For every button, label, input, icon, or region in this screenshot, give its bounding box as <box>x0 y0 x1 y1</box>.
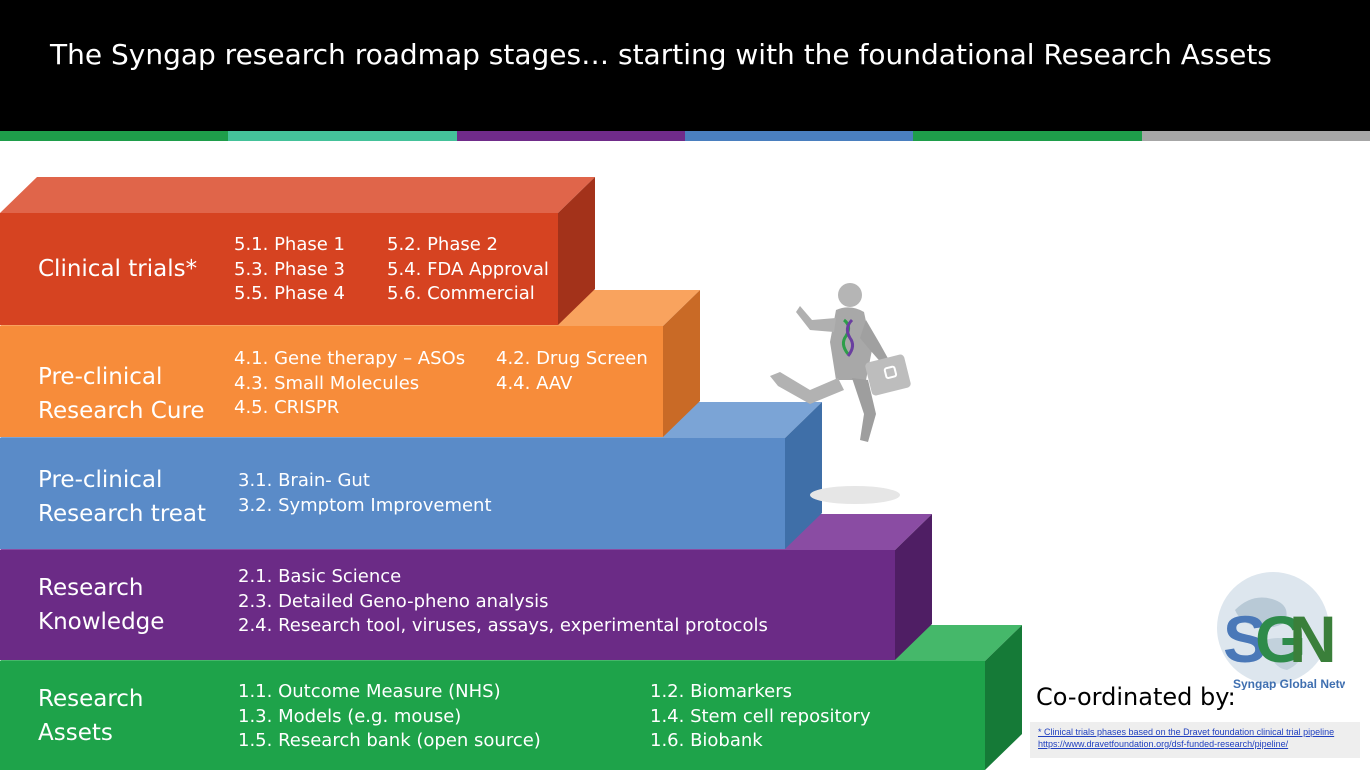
step-item: 2.4. Research tool, viruses, assays, exp… <box>238 615 768 636</box>
step-item: 4.4. AAV <box>496 373 573 394</box>
step-title: Clinical trials* <box>38 256 198 282</box>
step-item: 3.2. Symptom Improvement <box>238 495 492 516</box>
step-front-face <box>0 550 895 660</box>
step-side-face <box>785 402 822 549</box>
step-side-face <box>558 177 595 325</box>
stripe-segment <box>228 131 457 141</box>
stripe-segment <box>1141 131 1370 141</box>
step-item: 1.4. Stem cell repository <box>650 706 871 727</box>
step-item: 4.1. Gene therapy – ASOs <box>234 348 466 369</box>
step-item: 5.3. Phase 3 <box>234 259 345 280</box>
stripe-segment <box>913 131 1142 141</box>
step-item: 4.3. Small Molecules <box>234 373 420 394</box>
step-front-face <box>0 213 558 325</box>
stripe-segment <box>0 131 229 141</box>
step-side-face <box>985 625 1022 770</box>
step-item: 4.2. Drug Screen <box>496 348 648 369</box>
step-title: Pre-clinical <box>38 467 163 493</box>
step-title: Assets <box>38 720 113 746</box>
step-side-face <box>663 290 700 437</box>
step-top-face <box>0 177 595 213</box>
runner-illustration <box>770 283 911 504</box>
step-title: Research <box>38 575 144 601</box>
svg-text:S: S <box>1223 602 1267 676</box>
step-title: Research Cure <box>38 398 205 424</box>
svg-text:N: N <box>1289 602 1337 676</box>
step-item: 1.1. Outcome Measure (NHS) <box>238 681 501 702</box>
footnote-url[interactable]: https://www.dravetfoundation.org/dsf-fun… <box>1038 739 1289 749</box>
step-front-face <box>0 326 663 437</box>
stripe-segment <box>684 131 914 141</box>
step-item: 1.3. Models (e.g. mouse) <box>238 706 462 727</box>
step-item: 5.4. FDA Approval <box>387 259 549 280</box>
color-stripe <box>0 131 1370 141</box>
step-title: Knowledge <box>38 609 165 635</box>
stripe-segment <box>456 131 685 141</box>
step-item: 5.1. Phase 1 <box>234 234 345 255</box>
step-item: 1.5. Research bank (open source) <box>238 730 541 751</box>
step-item: 5.2. Phase 2 <box>387 234 498 255</box>
logo-ring-text: Syngap Global Network <box>1233 677 1345 690</box>
footnote-box: * Clinical trials phases based on the Dr… <box>1030 722 1360 758</box>
sgn-logo: S G N Syngap Global Network <box>1217 572 1345 690</box>
step-item: 4.5. CRISPR <box>234 397 340 418</box>
step-item: 1.2. Biomarkers <box>650 681 793 702</box>
page-title: The Syngap research roadmap stages… star… <box>50 38 1272 71</box>
step-front-face <box>0 438 785 549</box>
svg-text:G: G <box>1255 602 1306 676</box>
step-item: 1.6. Biobank <box>650 730 763 751</box>
step-item: 2.3. Detailed Geno-pheno analysis <box>238 591 549 612</box>
step-side-face <box>895 514 932 660</box>
step-title: Pre-clinical <box>38 364 163 390</box>
step-item: 2.1. Basic Science <box>238 566 402 587</box>
footnote-link[interactable]: * Clinical trials phases based on the Dr… <box>1038 727 1335 737</box>
coordinator-label: Co-ordinated by: <box>1036 683 1236 711</box>
step-front-face <box>0 661 985 770</box>
step-item: 5.5. Phase 4 <box>234 283 345 304</box>
header-bar: The Syngap research roadmap stages… star… <box>0 0 1370 131</box>
step-item: 5.6. Commercial <box>387 283 535 304</box>
step-title: Research <box>38 686 144 712</box>
step-item: 3.1. Brain- Gut <box>238 470 370 491</box>
step-title: Research treat <box>38 501 207 527</box>
